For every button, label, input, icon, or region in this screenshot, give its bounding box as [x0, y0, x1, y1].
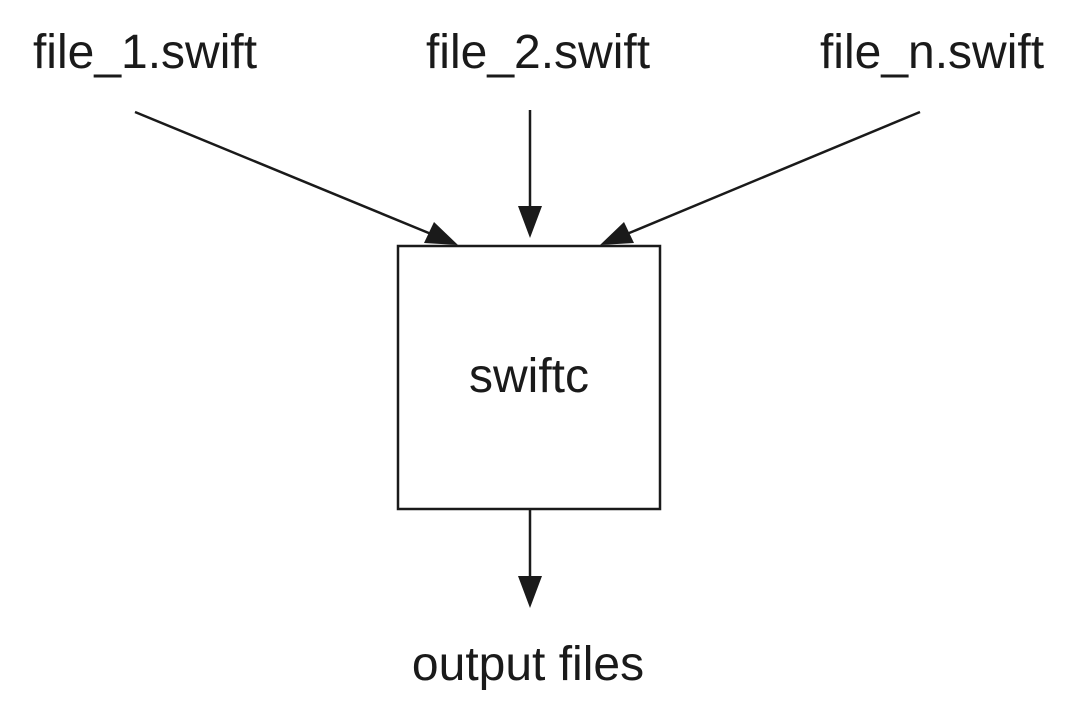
- compiler-label: swiftc: [469, 350, 589, 403]
- input-file-label-n: file_n.swift: [820, 26, 1044, 79]
- input-file-label-2: file_2.swift: [426, 26, 650, 79]
- arrow-compiler-to-output: [518, 509, 542, 608]
- input-file-label-1: file_1.swift: [33, 26, 257, 79]
- arrow-file-1-to-compiler: [134, 110, 458, 245]
- arrow-file-n-to-compiler: [600, 110, 921, 245]
- arrow-file-2-to-compiler: [518, 110, 542, 238]
- output-label: output files: [412, 638, 644, 691]
